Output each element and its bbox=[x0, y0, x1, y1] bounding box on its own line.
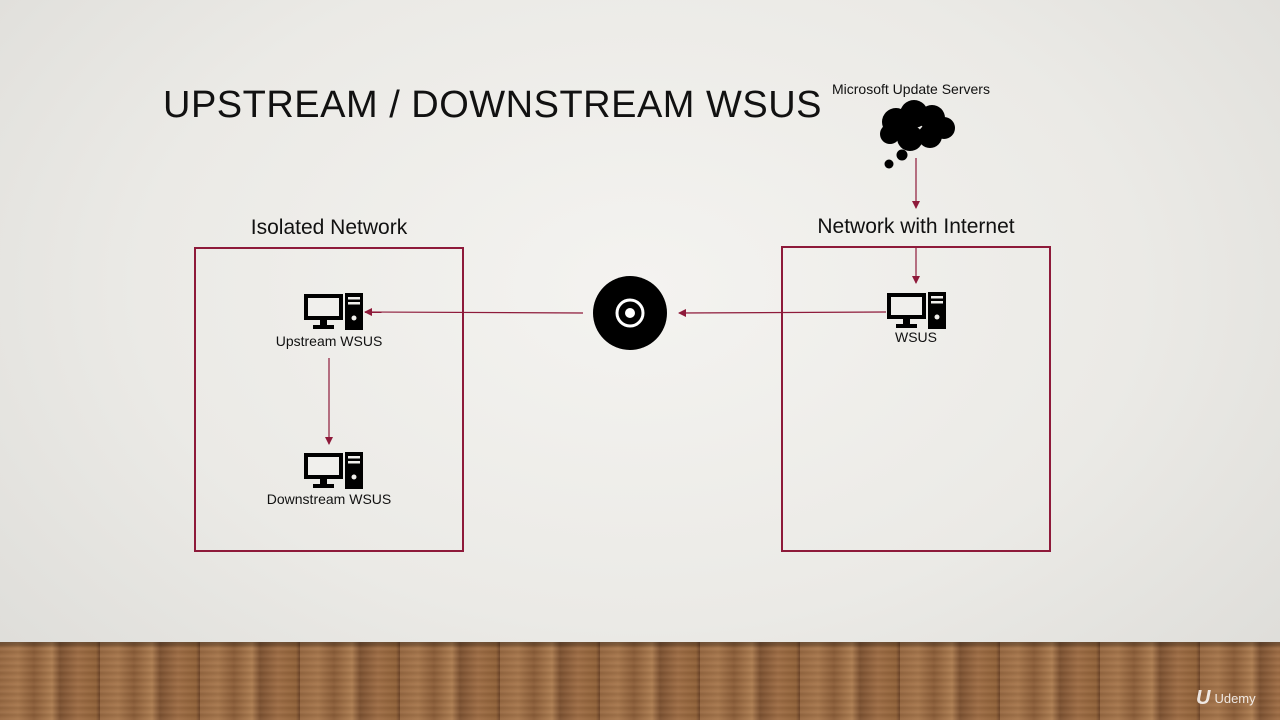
computer-icon bbox=[304, 452, 363, 489]
upstream-wsus-label: Upstream WSUS bbox=[275, 333, 383, 349]
slide-title: UPSTREAM / DOWNSTREAM WSUS bbox=[163, 84, 823, 126]
wsus-label: WSUS bbox=[895, 329, 937, 345]
internet-network-label: Network with Internet bbox=[817, 215, 1015, 238]
computer-icon bbox=[304, 293, 363, 330]
isolated-network-box bbox=[194, 247, 464, 552]
udemy-logo-mark: U bbox=[1196, 687, 1211, 709]
cloud-label: Microsoft Update Servers bbox=[832, 81, 990, 97]
cloud-icon bbox=[880, 100, 955, 169]
edge-media-to-upstream bbox=[364, 308, 584, 317]
disc-icon bbox=[593, 276, 667, 350]
downstream-wsus-label: Downstream WSUS bbox=[266, 491, 392, 507]
internet-network-box bbox=[781, 246, 1051, 552]
wood-floor bbox=[0, 642, 1280, 720]
isolated-network-label: Isolated Network bbox=[250, 216, 408, 239]
computer-icon bbox=[887, 292, 946, 329]
udemy-watermark: U Udemy bbox=[1196, 687, 1256, 710]
udemy-logo-text: Udemy bbox=[1214, 691, 1256, 706]
